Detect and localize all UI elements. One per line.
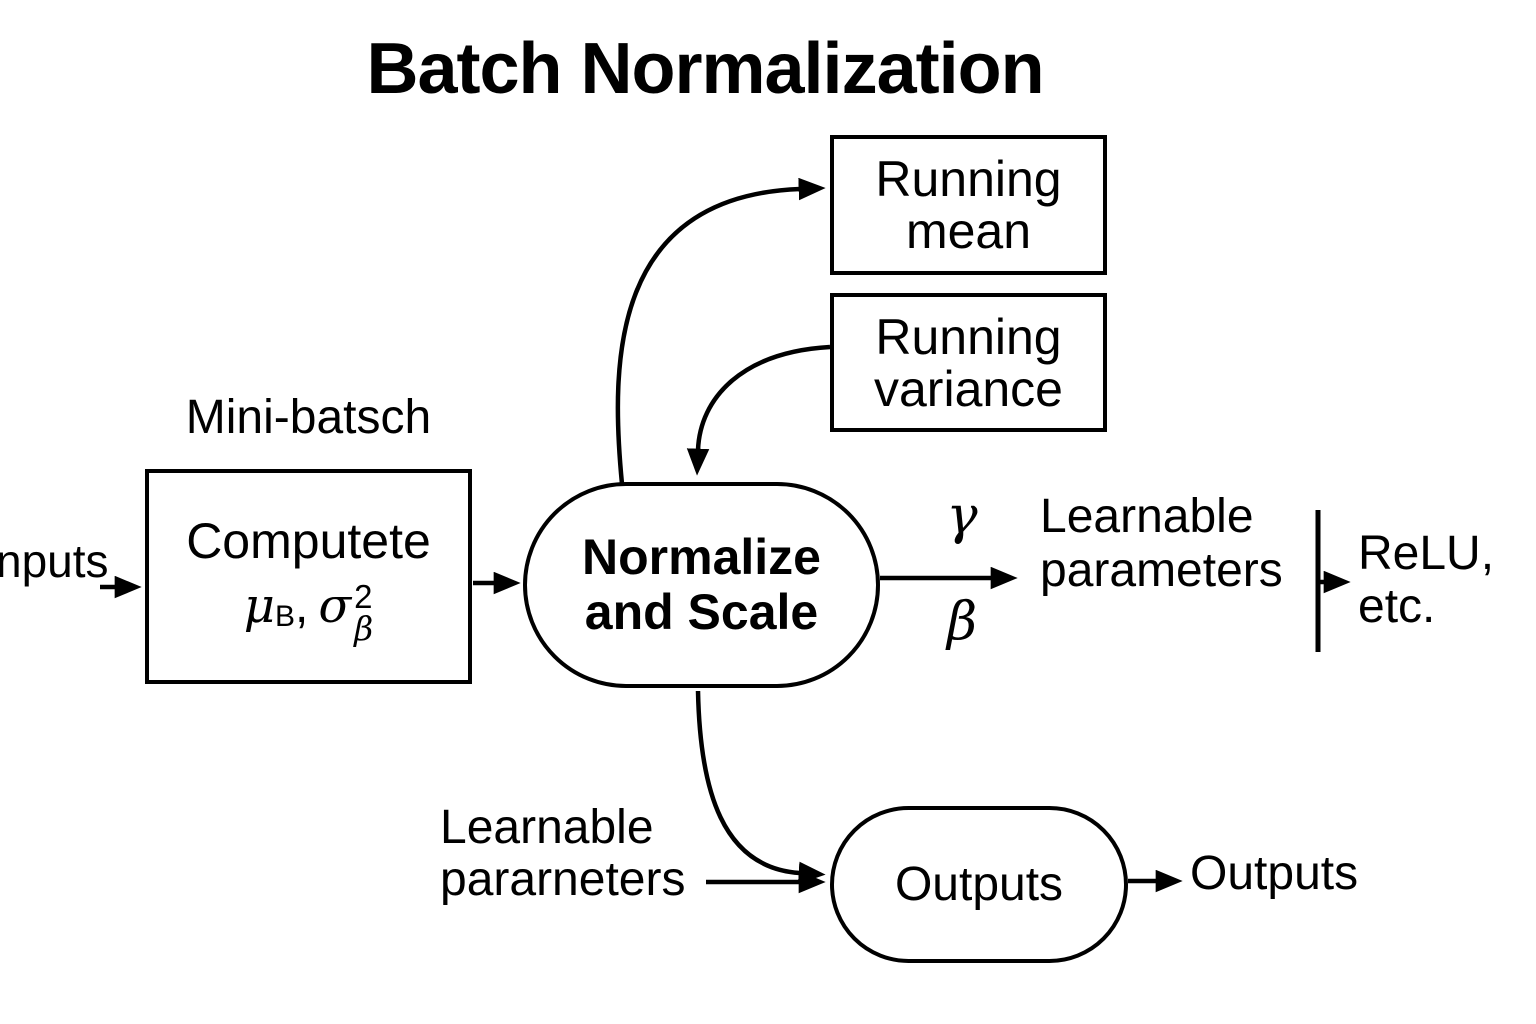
sigma-subscript: β [354,608,374,648]
normalize-node: Normalize and Scale [523,482,880,688]
mu-subscript: B [275,599,296,633]
learnable-parameters-label: Learnable parameters [1040,490,1283,598]
relu-line1: ReLU, [1358,527,1495,580]
running-variance-box: Running variance [830,293,1107,432]
inputs-label: nputs [0,535,109,587]
learnable-parameters-line1: Learnable [1040,490,1254,543]
arrow-normalize-to-running-mean [615,177,826,485]
compute-label: Computete [186,513,431,570]
arrow-running-variance-to-normalize [686,344,831,476]
running-mean-label-line1: Running [875,151,1062,207]
learnable-pararneters-line2: pararneters [440,852,686,906]
gamma-label: γ [946,486,978,546]
learnable-pararneters-label: Learnable pararneters [440,802,685,906]
running-variance-label-line2: variance [874,360,1063,417]
outputs-node: Outputs [830,806,1128,963]
page-title: Batch Normalization [366,29,1044,109]
beta-label: β [946,592,978,652]
sigma-superscript: 2 [354,578,373,616]
learnable-pararneters-line1: Learnable [440,801,654,854]
running-mean-box: Running mean [830,135,1107,275]
arrow-normalize-to-outputs [695,690,826,885]
mu-symbol: μ [243,577,275,634]
formula-separator: , [295,579,309,633]
normalize-label-line2: and Scale [584,584,819,640]
outputs-text-label: Outputs [1190,847,1359,900]
mini-batch-caption: Mini-batsch [185,391,432,444]
relu-label: ReLU, etc. [1358,527,1495,634]
running-variance-label-line1: Running [875,308,1062,365]
learnable-parameters-line2: parameters [1040,544,1283,598]
sigma-symbol: σ [318,577,352,634]
running-mean-label-line2: mean [905,203,1032,259]
normalize-label-line1: Normalize [582,529,821,585]
relu-line2: etc. [1358,579,1436,633]
outputs-node-label: Outputs [894,857,1064,911]
